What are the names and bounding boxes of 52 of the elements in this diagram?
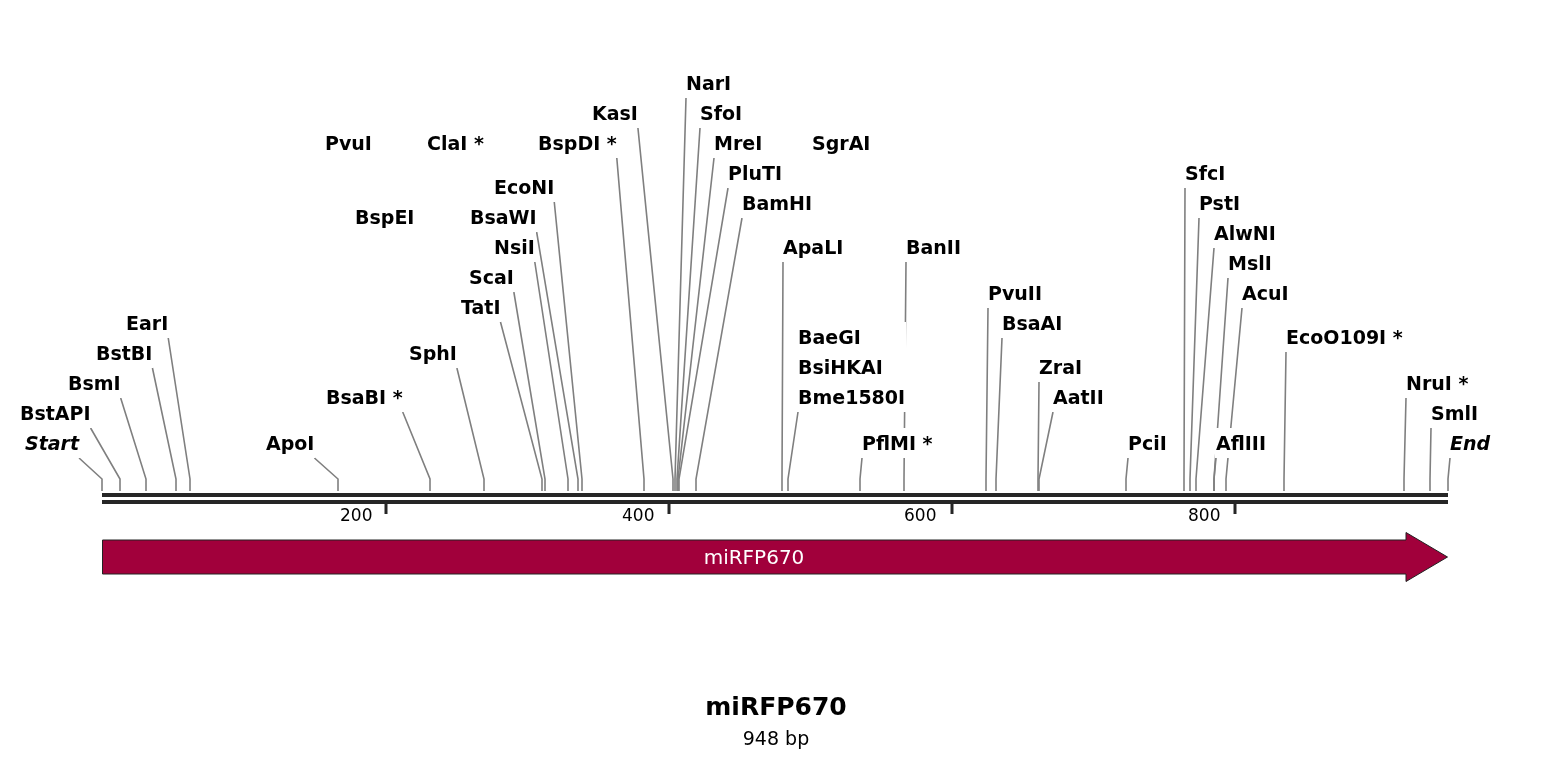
leader-line: [695, 217, 743, 492]
leader-line: [151, 367, 177, 492]
leader-line: [78, 457, 103, 492]
leader-line: [859, 457, 863, 492]
tick-label: 200: [340, 505, 373, 525]
leader-line: [787, 411, 799, 492]
leader-line: [781, 261, 784, 492]
leader-line: [1213, 457, 1217, 492]
site-label: Bme1580I: [797, 382, 907, 412]
leader-line: [1125, 457, 1129, 492]
leader-line: [637, 127, 674, 492]
leader-line: [167, 337, 191, 492]
leader-line: [678, 187, 729, 492]
site-label: BsiHKAI: [797, 352, 907, 382]
leader-line: [89, 427, 121, 492]
leader-line: [676, 127, 701, 492]
leader-line: [401, 411, 431, 492]
leader-line: [535, 231, 579, 492]
leader-line: [534, 261, 569, 492]
feature-label: miRFP670: [702, 545, 806, 569]
leader-line: [995, 337, 1003, 492]
site-label: SgrAI: [812, 131, 871, 155]
leader-line: [313, 457, 339, 492]
tick-label: 400: [622, 505, 655, 525]
leader-line: [1037, 381, 1040, 492]
leader-line: [1195, 247, 1215, 492]
leader-line: [677, 157, 715, 492]
leader-line: [1038, 411, 1054, 492]
leader-line: [1189, 217, 1200, 492]
leader-line: [119, 397, 147, 492]
leader-line: [1183, 187, 1186, 492]
site-label: PflMI *: [861, 428, 934, 458]
map-title: miRFP670: [704, 692, 848, 722]
leader-line: [1447, 457, 1451, 492]
tick-label: 800: [1188, 505, 1221, 525]
tick-label: 600: [904, 505, 937, 525]
leader-line: [674, 97, 687, 492]
leader-line: [1283, 351, 1287, 492]
leader-line: [616, 157, 645, 492]
leader-line: [456, 367, 485, 492]
leader-line: [1429, 427, 1432, 492]
site-label: BspEI: [355, 205, 415, 229]
leader-line: [985, 307, 989, 492]
leader-line: [499, 321, 543, 492]
site-label: ClaI *: [427, 131, 484, 155]
site-label: BaeGI: [797, 322, 907, 352]
leader-line: [553, 201, 583, 492]
site-label: AflIII: [1215, 428, 1267, 458]
leader-line: [1403, 397, 1407, 492]
site-label: PvuI: [325, 131, 372, 155]
sequence-length: 948 bp: [741, 727, 811, 749]
leader-line: [513, 291, 546, 492]
